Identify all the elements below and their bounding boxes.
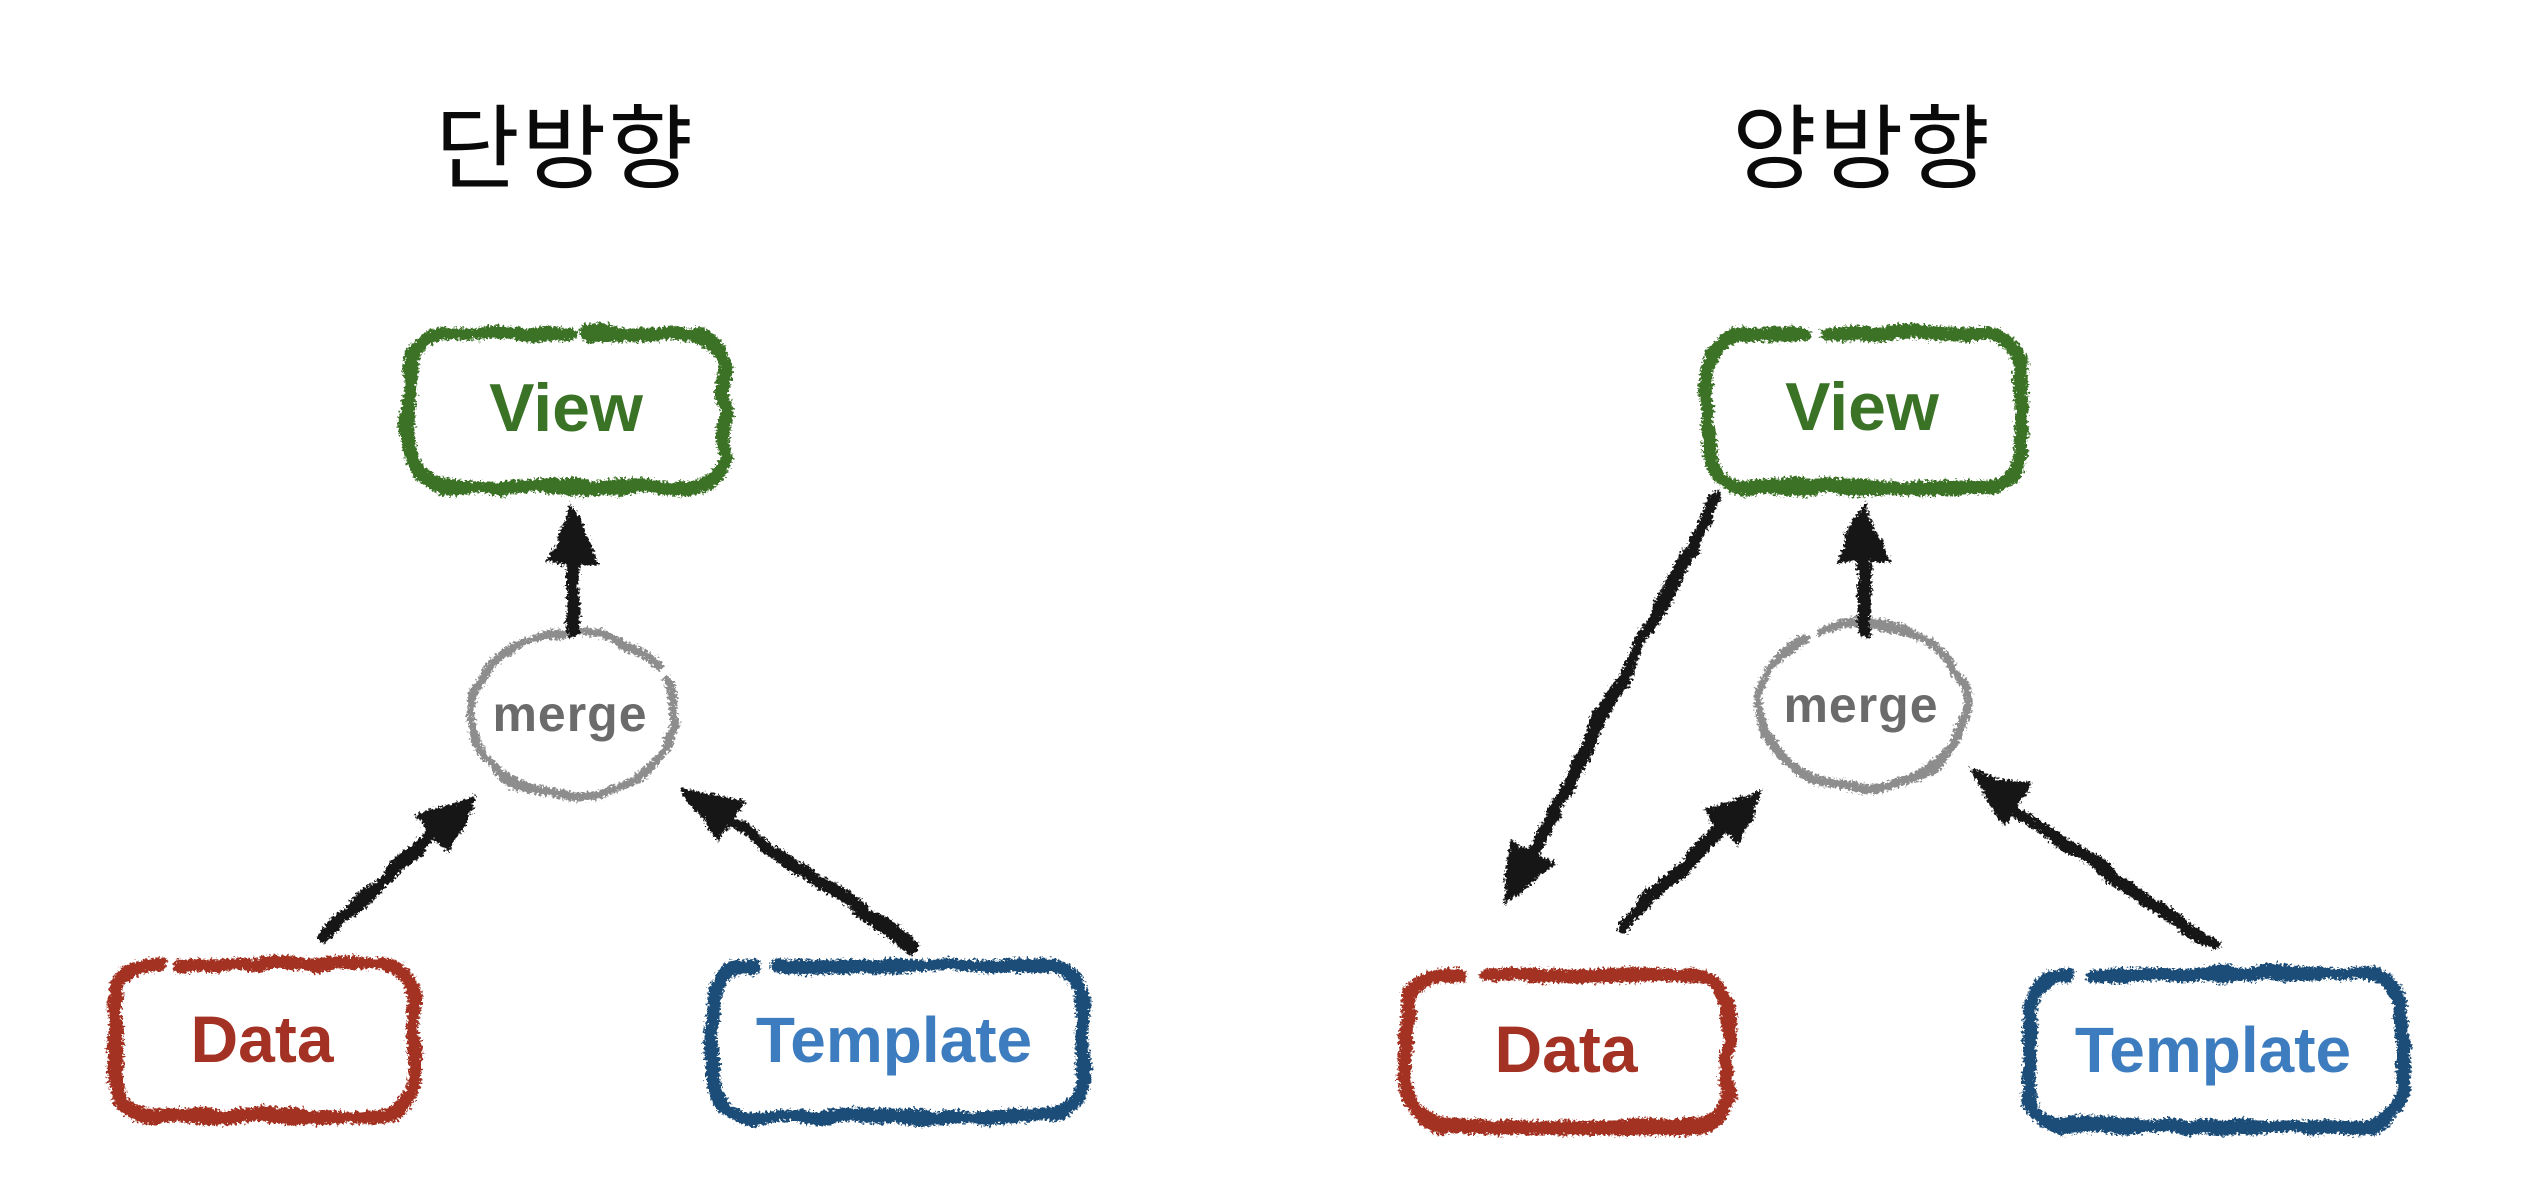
data-box-border-left — [105, 955, 419, 1121]
arrow-line-template-to-merge-left — [719, 809, 917, 951]
merge-node-label-right: merge — [1783, 677, 1939, 733]
view-node-label-right: View — [1785, 369, 1939, 445]
arrow-line-data-to-merge-left — [313, 819, 443, 942]
template-box-border-right — [2019, 965, 2407, 1131]
arrowhead-data-to-merge-left — [411, 790, 475, 852]
arrowhead-template-to-merge-right — [1965, 768, 2031, 825]
arrow-line-data-to-merge-right — [1613, 817, 1729, 931]
template-node-label-right: Template — [2074, 1014, 2352, 1086]
panel-title-two-way: 양방향 — [1732, 99, 1992, 201]
arrowhead-merge-to-view-left — [544, 500, 596, 562]
panel-title-one-way: 단방향 — [435, 99, 695, 201]
arrowhead-template-to-merge-left — [678, 784, 744, 841]
template-node-label-left: Template — [755, 1004, 1033, 1076]
merge-node-label-left: merge — [492, 686, 648, 742]
arrowhead-view-to-data-right — [1500, 836, 1552, 903]
view-node-label-left: View — [489, 370, 643, 446]
data-node-label-left: Data — [190, 1002, 334, 1076]
view-box-border-right — [1699, 324, 2025, 492]
data-box-border-right — [1399, 965, 1733, 1131]
template-box-border-left — [703, 956, 1087, 1122]
view-box-border-left — [401, 324, 730, 492]
data-node-label-right: Data — [1494, 1012, 1638, 1086]
arrowhead-merge-to-view-right — [1835, 498, 1887, 560]
arrowhead-data-to-merge-right — [1699, 786, 1762, 848]
arrow-line-view-to-data-right — [1515, 490, 1721, 871]
arrow-line-template-to-merge-right — [2003, 799, 2219, 950]
